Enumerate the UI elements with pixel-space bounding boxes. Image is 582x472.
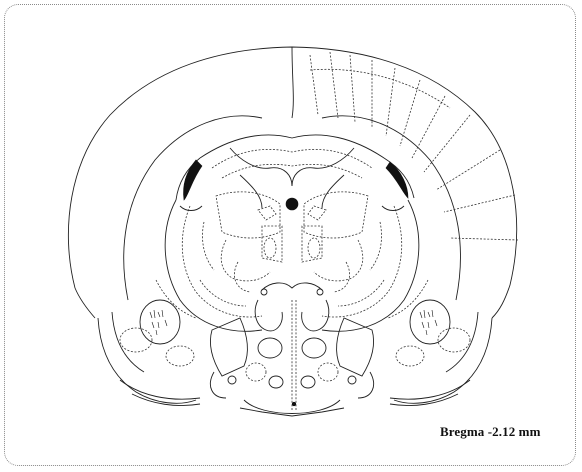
hippocampus-region: [176, 135, 414, 210]
hypothalamus-region: [240, 283, 344, 416]
nuclei-outlines: [156, 238, 428, 318]
bregma-caption: Bregma -2.12 mm: [440, 424, 541, 440]
cortical-layers-right: [310, 52, 518, 240]
amygdala-left: [98, 300, 200, 406]
amygdala-right: [390, 300, 492, 406]
